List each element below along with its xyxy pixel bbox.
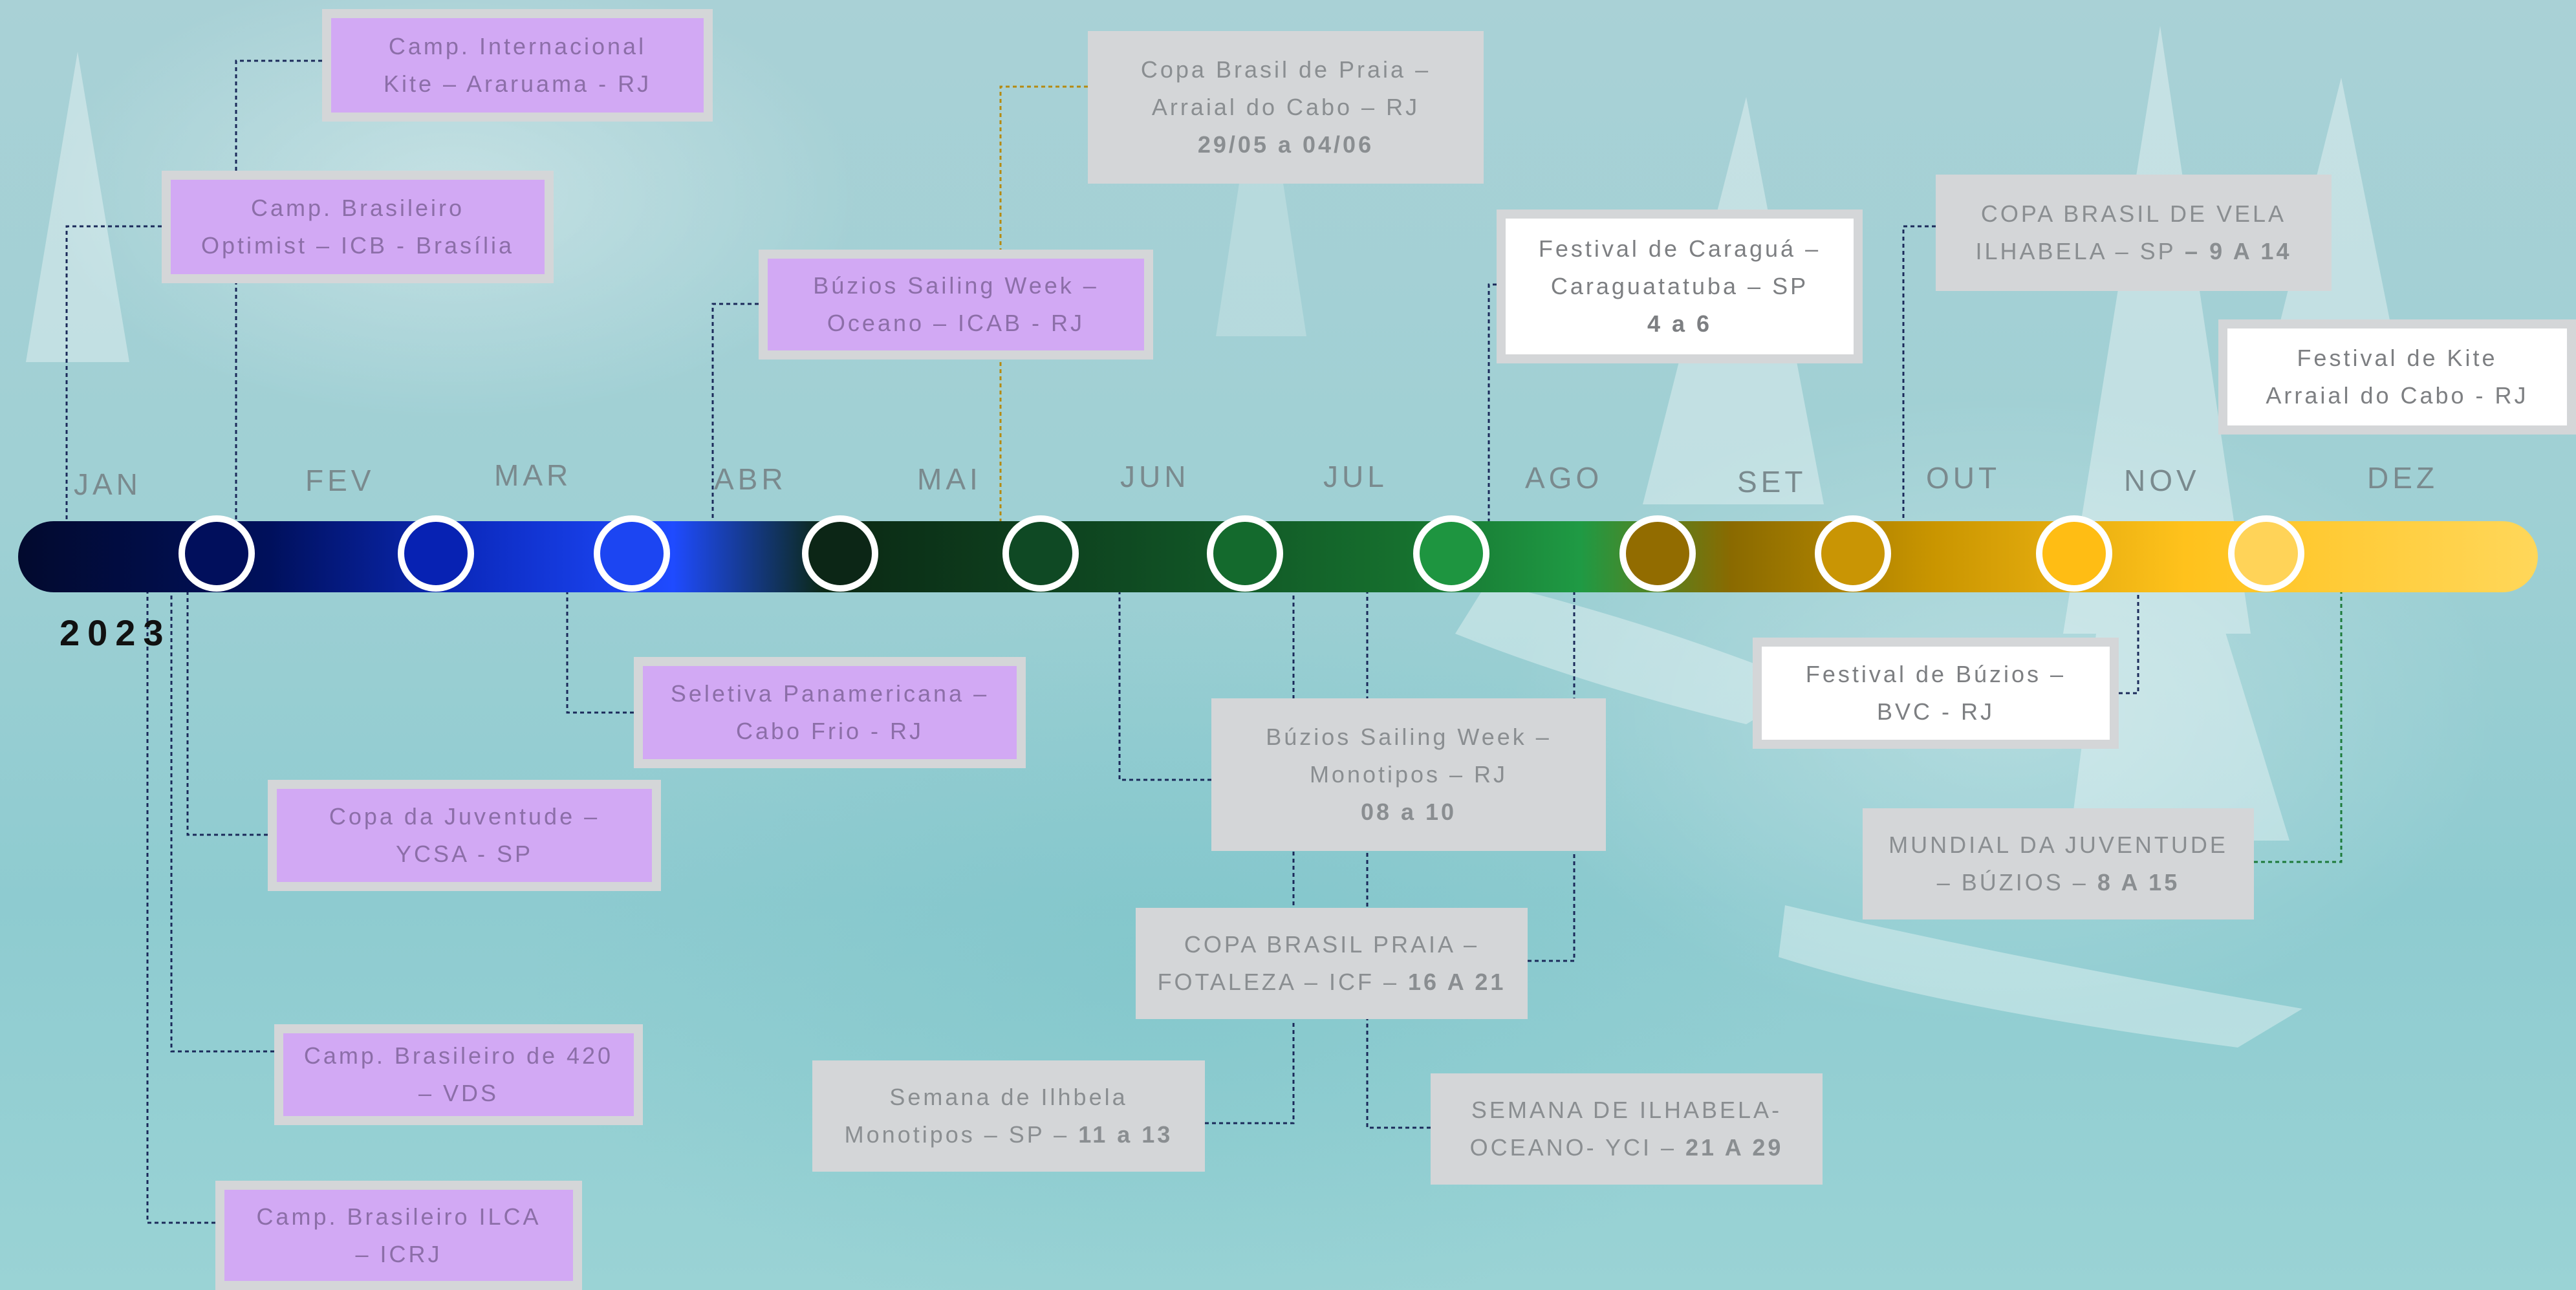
event-card-camp-brasileiro-420: Camp. Brasileiro de 420– VDS <box>274 1024 643 1125</box>
connector-e8 <box>566 592 634 714</box>
event-card-camp-brasileiro-ilca: Camp. Brasileiro ILCA– ICRJ <box>215 1181 582 1290</box>
connector-e9 <box>186 592 268 836</box>
month-label-dez: DEZ <box>2367 461 2438 495</box>
connector-e11 <box>2112 592 2139 694</box>
month-label-set: SET <box>1737 465 1807 499</box>
event-dates: 21 A 29 <box>1685 1134 1784 1161</box>
event-dates: 29/05 a 04/06 <box>1197 131 1374 158</box>
timeline-node-5 <box>1002 515 1079 592</box>
month-label-ago: AGO <box>1525 461 1603 495</box>
event-card-copa-brasil-de-praia-arraial: Copa Brasil de Praia –Arraial do Cabo – … <box>1088 31 1484 184</box>
timeline-node-10 <box>2036 515 2112 592</box>
event-card-copa-da-juventude: Copa da Juventude –YCSA - SP <box>268 780 661 891</box>
event-card-mundial-da-juventude: MUNDIAL DA JUVENTUDE– BÚZIOS – 8 A 15 <box>1863 808 2254 919</box>
month-label-jul: JUL <box>1323 460 1388 493</box>
timeline-node-8 <box>1619 515 1696 592</box>
event-dates: 08 a 10 <box>1360 799 1457 825</box>
event-dates: 11 a 13 <box>1078 1121 1173 1148</box>
event-card-seletiva-panamericana: Seletiva Panamericana –Cabo Frio - RJ <box>634 657 1026 768</box>
connector-e1 <box>235 59 322 521</box>
timeline-node-3 <box>594 515 670 592</box>
connector-e10 <box>1118 592 1211 781</box>
timeline-node-2 <box>398 515 474 592</box>
month-label-out: OUT <box>1926 461 2001 495</box>
connector-e3 <box>999 85 1088 521</box>
connector-e16 <box>1366 592 1431 1129</box>
timeline-node-7 <box>1413 515 1489 592</box>
event-dates: 8 A 15 <box>2097 869 2180 896</box>
month-label-jun: JUN <box>1120 460 1190 493</box>
connector-e14 <box>170 592 274 1053</box>
timeline-node-9 <box>1815 515 1891 592</box>
connector-e4 <box>711 303 759 521</box>
event-card-buzios-sailing-week-oceano: Búzios Sailing Week –Oceano – ICAB - RJ <box>759 250 1153 360</box>
month-label-mai: MAI <box>917 462 982 496</box>
event-dates: 16 A 21 <box>1408 969 1506 995</box>
timeline-node-4 <box>802 515 878 592</box>
timeline-node-11 <box>2228 515 2304 592</box>
event-card-festival-de-buzios: Festival de Búzios –BVC - RJ <box>1753 638 2119 749</box>
connector-e5 <box>1488 283 1497 521</box>
timeline-node-6 <box>1207 515 1283 592</box>
month-label-fev: FEV <box>305 464 375 497</box>
month-label-abr: ABR <box>714 462 787 496</box>
event-dates: 4 a 6 <box>1647 310 1713 337</box>
connector-e6 <box>1902 225 1936 521</box>
event-card-semana-de-ilhabela-oceano: SEMANA DE ILHABELA-OCEANO- YCI – 21 A 29 <box>1431 1073 1823 1185</box>
year-label: 2023 <box>60 612 171 653</box>
connector-e2 <box>65 225 162 521</box>
connector-e17 <box>146 592 215 1224</box>
month-label-jan: JAN <box>74 468 142 501</box>
connector-e15 <box>1205 1022 1295 1124</box>
timeline-node-1 <box>179 515 255 592</box>
event-card-copa-brasil-praia-fortaleza: COPA BRASIL PRAIA –FOTALEZA – ICF – 16 A… <box>1136 908 1528 1019</box>
month-label-mar: MAR <box>494 458 572 492</box>
event-dates: – 9 A 14 <box>2185 238 2292 264</box>
month-label-nov: NOV <box>2124 464 2200 497</box>
connector-e12 <box>2254 592 2343 863</box>
